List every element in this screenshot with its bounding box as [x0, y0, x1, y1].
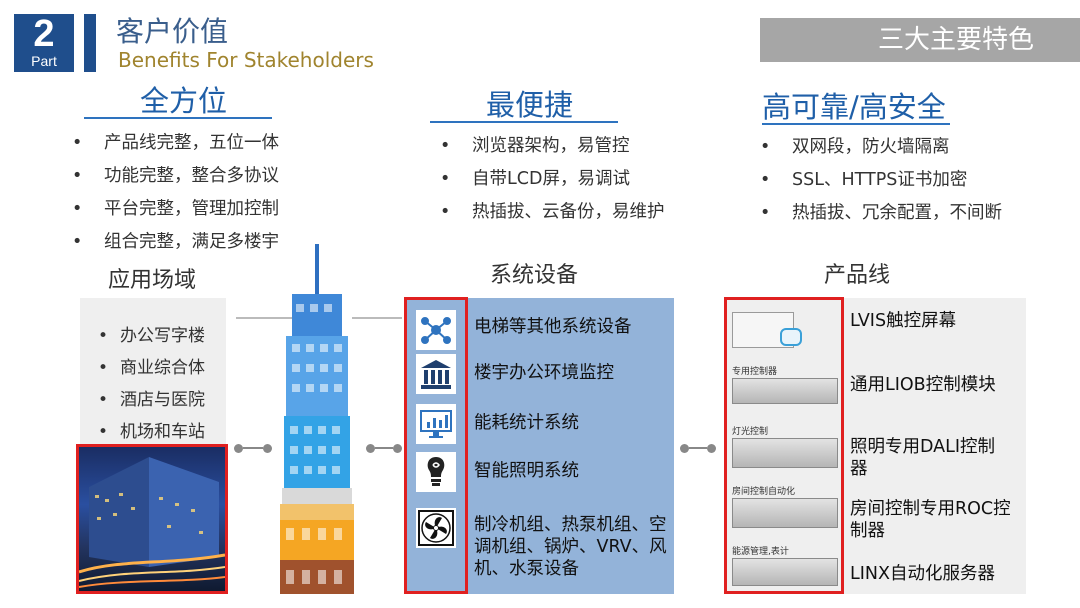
page-title: 客户价值	[116, 15, 229, 48]
system-item-label: 制冷机组、热泵机组、空调机组、锅炉、VRV、风机、水泵设备	[474, 515, 667, 579]
roc-controller-image	[732, 498, 838, 528]
product-images-highlight	[724, 297, 844, 594]
list-item: 酒店与医院	[80, 384, 226, 416]
column-title-reliable: 高可靠/高安全	[762, 90, 946, 124]
building-illustration	[280, 244, 354, 594]
product-line-title: 产品线	[824, 263, 891, 288]
column-underline	[430, 121, 618, 123]
header-divider	[84, 14, 96, 72]
column-list-reliable: 双网段，防火墙隔离 SSL、HTTPS证书加密 热插拔、冗余配置，不间断	[758, 131, 1002, 230]
monitor-chart-icon	[416, 404, 456, 444]
building-floor-line	[236, 317, 292, 319]
connector-dot	[366, 444, 375, 453]
column-title-convenient: 最便捷	[486, 88, 574, 122]
list-item: 功能完整，整合多协议	[70, 160, 279, 193]
building-icon	[416, 354, 456, 394]
product-image-caption: 房间控制自动化	[732, 487, 796, 497]
product-image-caption: 能源管理,表计	[732, 547, 789, 557]
product-item-label: LINX自动化服务器	[850, 564, 995, 584]
list-item: 热插拔、冗余配置，不间断	[758, 197, 1002, 230]
column-list-convenient: 浏览器架构，易管控 自带LCD屏，易调试 热插拔、云备份，易维护	[438, 130, 665, 229]
part-badge: 2 Part	[14, 14, 74, 72]
city-night-illustration	[79, 457, 225, 588]
linx-server-image	[732, 558, 838, 586]
dali-controller-image	[732, 438, 838, 468]
list-item: SSL、HTTPS证书加密	[758, 164, 1002, 197]
list-item: 双网段，防火墙隔离	[758, 131, 1002, 164]
connector-dot	[393, 444, 402, 453]
list-item: 平台完整，管理加控制	[70, 193, 279, 226]
list-item: 热插拔、云备份，易维护	[438, 196, 665, 229]
application-domain-box: 办公写字楼 商业综合体 酒店与医院 机场和车站	[80, 298, 226, 448]
system-item-label: 能耗统计系统	[474, 413, 579, 433]
system-item-label: 电梯等其他系统设备	[474, 317, 632, 337]
application-domain-title: 应用场域	[108, 268, 197, 293]
list-item: 产品线完整，五位一体	[70, 127, 279, 160]
product-image-caption: 专用控制器	[732, 367, 778, 377]
connector-dot	[263, 444, 272, 453]
system-devices-title: 系统设备	[490, 263, 579, 288]
list-item: 商业综合体	[80, 352, 226, 384]
column-title-all-round: 全方位	[140, 84, 228, 118]
list-item: 机场和车站	[80, 416, 226, 448]
connector-dot	[680, 444, 689, 453]
product-item-label: 房间控制专用ROC控制器	[850, 499, 1011, 541]
list-item: 办公写字楼	[80, 320, 226, 352]
city-night-photo	[76, 444, 228, 594]
connector-dot	[707, 444, 716, 453]
connector-line	[243, 447, 263, 449]
building-floor-line	[352, 317, 402, 319]
list-item: 组合完整，满足多楼宇	[70, 226, 279, 259]
list-item: 自带LCD屏，易调试	[438, 163, 665, 196]
product-image-caption: 灯光控制	[732, 427, 769, 437]
system-item-label: 智能照明系统	[474, 461, 579, 481]
column-underline	[84, 117, 272, 119]
bulb-icon	[416, 452, 456, 492]
system-icons-highlight	[404, 297, 468, 594]
page-subtitle: Benefits For Stakeholders	[118, 48, 374, 72]
product-item-label: 照明专用DALI控制器	[850, 437, 996, 479]
application-domain-list: 办公写字楼 商业综合体 酒店与医院 机场和车站	[80, 298, 226, 448]
part-word: Part	[31, 53, 57, 69]
column-underline	[762, 123, 950, 125]
network-icon	[416, 310, 456, 350]
hand-touch-icon	[780, 328, 802, 346]
feature-banner: 三大主要特色	[760, 18, 1080, 62]
fan-icon	[416, 508, 456, 548]
product-item-label: LVIS触控屏幕	[850, 311, 957, 331]
column-list-all-round: 产品线完整，五位一体 功能完整，整合多协议 平台完整，管理加控制 组合完整，满足…	[70, 127, 279, 259]
list-item: 浏览器架构，易管控	[438, 130, 665, 163]
product-item-label: 通用LIOB控制模块	[850, 375, 996, 395]
controller-module-image	[732, 378, 838, 404]
part-number: 2	[33, 13, 55, 55]
connector-line	[375, 447, 393, 449]
connector-dot	[234, 444, 243, 453]
system-item-label: 楼宇办公环境监控	[474, 363, 614, 383]
connector-line	[689, 447, 707, 449]
